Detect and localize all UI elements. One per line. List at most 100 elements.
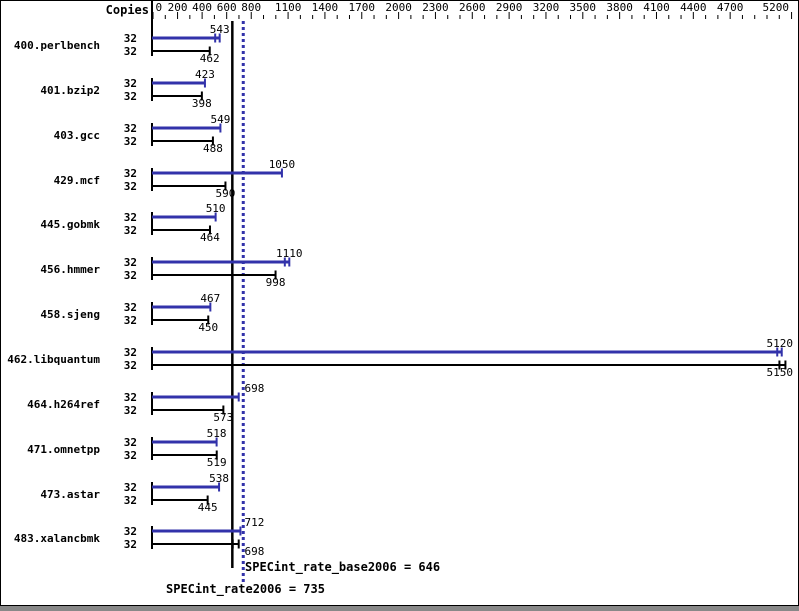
- base-bar: [152, 454, 217, 456]
- base-value-label: 445: [198, 501, 218, 514]
- base-value-label: 998: [266, 276, 286, 289]
- benchmark-label: 464.h264ref: [27, 398, 100, 411]
- base-bar: [152, 543, 239, 545]
- peak-copies-label: 32: [124, 436, 137, 449]
- base-copies-label: 32: [124, 90, 137, 103]
- axis-tick-label: 2300: [422, 1, 449, 14]
- benchmark-label: 400.perlbench: [14, 39, 100, 52]
- peak-value-label: 543: [210, 23, 230, 36]
- benchmark-label: 429.mcf: [54, 174, 100, 187]
- axis-tick-label: 1400: [312, 1, 339, 14]
- axis-tick-label: 0: [156, 1, 163, 14]
- base-copies-label: 32: [124, 269, 137, 282]
- peak-value-label: 538: [209, 472, 229, 485]
- peak-copies-label: 32: [124, 32, 137, 45]
- peak-copies-label: 32: [124, 256, 137, 269]
- axis-tick-label: 400: [192, 1, 212, 14]
- base-copies-label: 32: [124, 224, 137, 237]
- base-bar: [152, 185, 226, 187]
- axis-tick-label: 200: [168, 1, 188, 14]
- axis-tick-label: 3200: [533, 1, 560, 14]
- peak-copies-label: 32: [124, 167, 137, 180]
- peak-bar: [152, 260, 290, 264]
- axis-tick-label: 1100: [275, 1, 302, 14]
- axis-tick-label: 600: [217, 1, 237, 14]
- axis-tick-label: 4100: [643, 1, 670, 14]
- peak-bar: [152, 81, 205, 85]
- base-value-label: 519: [207, 456, 227, 469]
- peak-value-label: 1050: [269, 158, 296, 171]
- axis-tick-label: 4700: [717, 1, 744, 14]
- base-copies-label: 32: [124, 449, 137, 462]
- peak-value-label: 518: [207, 427, 227, 440]
- base-bar: [152, 50, 210, 52]
- peak-value-label: 712: [245, 516, 265, 529]
- base-copies-label: 32: [124, 180, 137, 193]
- base-value-label: 450: [198, 321, 218, 334]
- peak-bar: [152, 126, 221, 130]
- peak-copies-label: 32: [124, 481, 137, 494]
- axis-tick-label: 3800: [606, 1, 633, 14]
- base-bar: [152, 95, 202, 97]
- base-copies-label: 32: [124, 314, 137, 327]
- peak-copies-label: 32: [124, 346, 137, 359]
- peak-value-label: 698: [245, 382, 265, 395]
- peak-bar: [152, 171, 282, 175]
- ref-label-base: SPECint_rate_base2006 = 646: [245, 560, 440, 575]
- base-copies-label: 32: [124, 404, 137, 417]
- peak-value-label: 1110: [276, 247, 303, 260]
- benchmark-label: 456.hmmer: [40, 263, 100, 276]
- peak-copies-label: 32: [124, 525, 137, 538]
- axis-tick-label: 2000: [385, 1, 412, 14]
- base-copies-label: 32: [124, 538, 137, 551]
- peak-copies-label: 32: [124, 301, 137, 314]
- peak-value-label: 423: [195, 68, 215, 81]
- peak-copies-label: 32: [124, 391, 137, 404]
- peak-bar: [152, 36, 220, 40]
- peak-bar: [152, 395, 239, 399]
- base-value-label: 488: [203, 142, 223, 155]
- benchmark-label: 401.bzip2: [40, 84, 100, 97]
- peak-bar: [152, 529, 241, 533]
- base-bar: [152, 229, 210, 231]
- base-value-label: 398: [192, 97, 212, 110]
- base-bar: [152, 499, 208, 501]
- base-copies-label: 32: [124, 359, 137, 372]
- base-copies-label: 32: [124, 135, 137, 148]
- base-value-label: 462: [200, 52, 220, 65]
- base-value-label: 5150: [767, 366, 794, 379]
- benchmark-label: 445.gobmk: [40, 218, 100, 231]
- peak-value-label: 5120: [767, 337, 794, 350]
- base-bar: [152, 274, 276, 276]
- peak-copies-label: 32: [124, 77, 137, 90]
- axis-tick-label: 2600: [459, 1, 486, 14]
- peak-value-label: 467: [200, 292, 220, 305]
- benchmark-label: 473.astar: [40, 488, 100, 501]
- peak-bar: [152, 440, 217, 444]
- benchmark-label: 483.xalancbmk: [14, 532, 100, 545]
- benchmark-label: 458.sjeng: [40, 308, 100, 321]
- benchmark-label: 462.libquantum: [7, 353, 100, 366]
- peak-copies-label: 32: [124, 211, 137, 224]
- peak-bar: [152, 485, 220, 489]
- base-bar: [152, 140, 213, 142]
- axis-tick-label: 3500: [570, 1, 597, 14]
- axis-tick-label: 5200: [763, 1, 790, 14]
- peak-value-label: 510: [206, 202, 226, 215]
- peak-copies-label: 32: [124, 122, 137, 135]
- axis-tick-label: 2900: [496, 1, 523, 14]
- axis-tick-label: 800: [241, 1, 261, 14]
- base-bar: [152, 409, 224, 411]
- peak-value-label: 549: [210, 113, 230, 126]
- axis-tick-label: 4400: [680, 1, 707, 14]
- base-value-label: 590: [216, 187, 236, 200]
- base-value-label: 573: [213, 411, 233, 424]
- base-value-label: 464: [200, 231, 220, 244]
- peak-bar: [152, 305, 211, 309]
- base-copies-label: 32: [124, 45, 137, 58]
- peak-bar: [152, 215, 216, 219]
- peak-bar: [152, 350, 782, 354]
